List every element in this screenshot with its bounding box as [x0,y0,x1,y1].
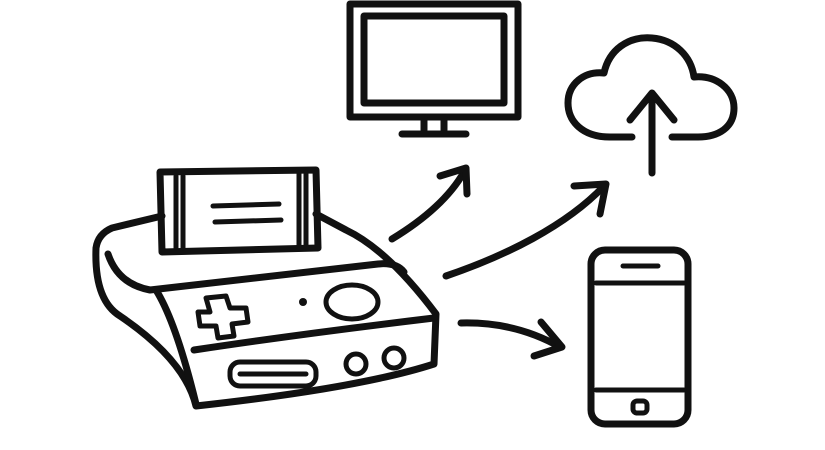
cloud-upload-icon [564,34,738,177]
cartridge-icon [156,166,322,256]
game-console-with-cartridge-icon [92,166,440,410]
arrow-to-smartphone [457,318,566,360]
monitor-icon [346,0,522,138]
arrow-to-monitor [388,164,471,243]
indicator-dot [299,298,307,306]
smartphone-icon [587,246,692,428]
arrow-to-cloud [442,180,610,280]
